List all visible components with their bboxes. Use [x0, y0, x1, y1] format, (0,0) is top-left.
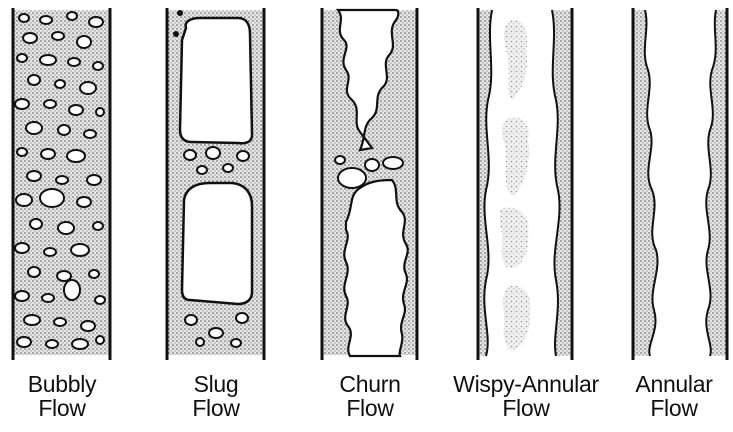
bubble — [72, 339, 88, 349]
churn-flow-panel — [322, 8, 417, 360]
bubble — [30, 219, 42, 229]
bubble — [89, 270, 99, 278]
bubble — [24, 315, 40, 325]
bubble — [15, 99, 29, 109]
label-churn-line2: Flow — [310, 396, 430, 420]
bubble — [40, 189, 64, 207]
bubble — [41, 149, 55, 159]
label-slug-line1: Slug — [156, 372, 276, 396]
annular-flow-panel — [633, 8, 727, 360]
bubble — [23, 33, 37, 43]
bubble — [95, 296, 105, 304]
wispy-annular-flow-panel — [478, 8, 572, 360]
bubble — [40, 16, 52, 24]
bubble — [42, 294, 54, 302]
bubble — [40, 55, 56, 65]
bubble — [56, 176, 68, 184]
slug-flow-panel — [167, 8, 264, 360]
bubble — [44, 100, 56, 108]
bubble — [69, 105, 83, 115]
bubble — [71, 244, 89, 256]
bubble — [96, 336, 104, 344]
taylor-bubble-upper — [180, 18, 252, 143]
taylor-bubble-lower — [182, 183, 252, 304]
bubble — [58, 222, 74, 234]
bubble — [46, 340, 58, 348]
bubble — [58, 125, 70, 135]
bubble — [64, 280, 80, 300]
bubble — [44, 248, 56, 256]
label-churn-flow: Churn Flow — [310, 372, 430, 420]
bubble — [16, 194, 32, 206]
label-wispy-annular-flow: Wispy-Annular Flow — [428, 372, 624, 420]
bubble — [19, 14, 29, 22]
bubble — [77, 197, 91, 207]
bubble — [84, 130, 96, 138]
bubble — [80, 82, 96, 94]
bubble — [17, 54, 27, 62]
churn-gas-core-lower — [344, 180, 407, 356]
bubble — [26, 122, 42, 134]
label-wispy-line1: Wispy-Annular — [428, 372, 624, 396]
bubble — [67, 150, 85, 162]
label-wispy-line2: Flow — [428, 396, 624, 420]
label-slug-line2: Flow — [156, 396, 276, 420]
bubble — [54, 318, 66, 326]
bubble — [81, 321, 95, 331]
bubble — [93, 222, 103, 230]
bubble — [77, 36, 91, 48]
label-annular-line1: Annular — [618, 372, 730, 396]
bubble — [15, 243, 29, 253]
label-bubbly-line2: Flow — [2, 396, 122, 420]
bubble — [28, 267, 40, 277]
bubble — [27, 171, 41, 181]
label-annular-flow: Annular Flow — [618, 372, 730, 420]
bubbly-flow-panel — [13, 8, 110, 360]
bubble — [68, 58, 80, 66]
slug-dot-top — [177, 10, 183, 16]
label-annular-line2: Flow — [618, 396, 730, 420]
label-churn-line1: Churn — [310, 372, 430, 396]
bubble — [52, 32, 64, 40]
bubble — [15, 291, 29, 301]
label-bubbly-flow: Bubbly Flow — [2, 372, 122, 420]
label-slug-flow: Slug Flow — [156, 372, 276, 420]
bubble — [67, 12, 77, 20]
bubble — [93, 62, 103, 70]
bubble — [17, 337, 31, 347]
bubble — [87, 175, 101, 185]
bubble — [28, 75, 40, 85]
bubble — [17, 148, 27, 156]
label-bubbly-line1: Bubbly — [2, 372, 122, 396]
bubble — [57, 271, 71, 281]
bubble — [89, 17, 103, 27]
bubble — [96, 108, 104, 116]
slug-dot-mid — [173, 31, 179, 37]
bubble — [55, 80, 65, 88]
